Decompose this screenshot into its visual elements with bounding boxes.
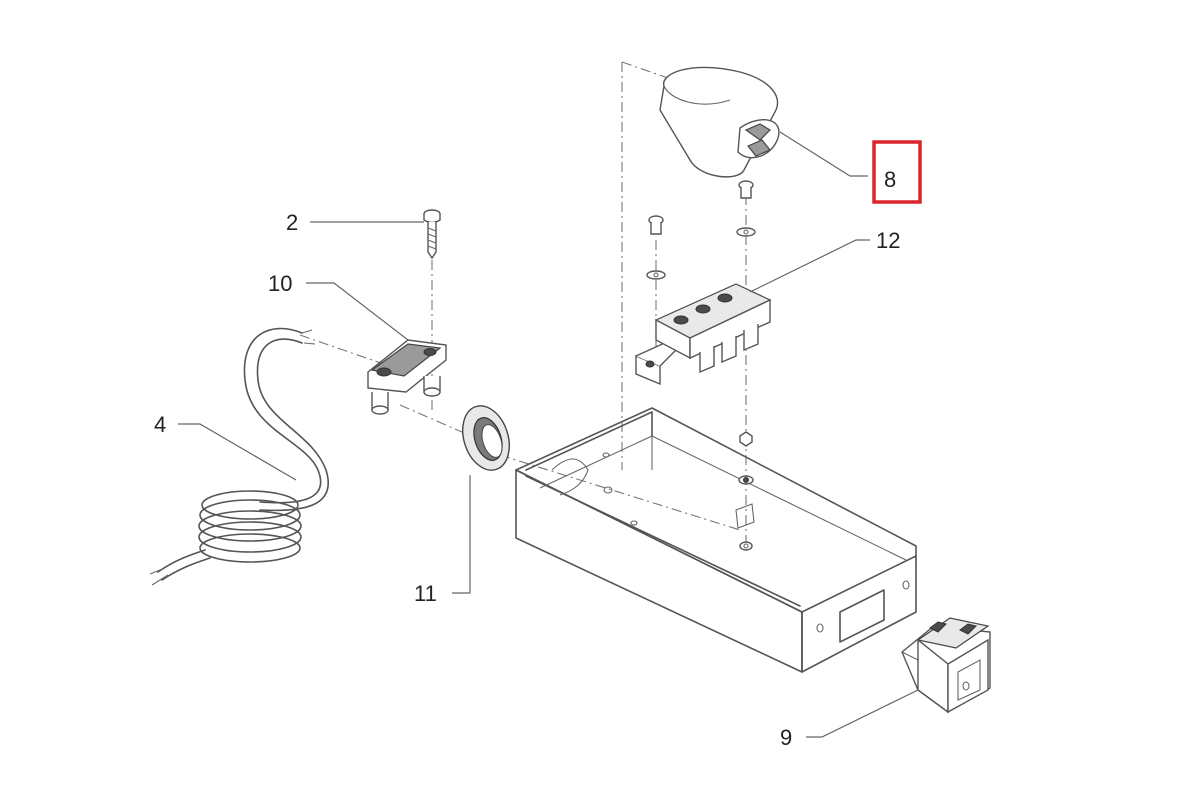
leader-lines: [178, 131, 919, 738]
terminal-block-part: [635, 283, 772, 386]
label-part-9: 9: [780, 725, 792, 750]
rocker-switch-part: [901, 617, 991, 714]
highlight-box: [872, 140, 922, 204]
cable-clamp-part: [367, 339, 447, 415]
grommet-part: [462, 405, 510, 471]
label-part-8: 8: [884, 167, 896, 192]
label-part-2: 2: [286, 210, 298, 235]
housing-box: [515, 407, 917, 673]
label-part-12: 12: [876, 228, 900, 253]
capacitor-part: [659, 66, 780, 178]
label-part-4: 4: [154, 412, 166, 437]
callout-labels: 2 10 4 11 8 12 9: [154, 167, 900, 750]
label-part-10: 10: [268, 271, 292, 296]
coiled-cable-part: [149, 327, 329, 586]
fastener-stack: [646, 180, 756, 485]
screw-part: [423, 209, 441, 260]
label-part-11: 11: [414, 581, 437, 606]
